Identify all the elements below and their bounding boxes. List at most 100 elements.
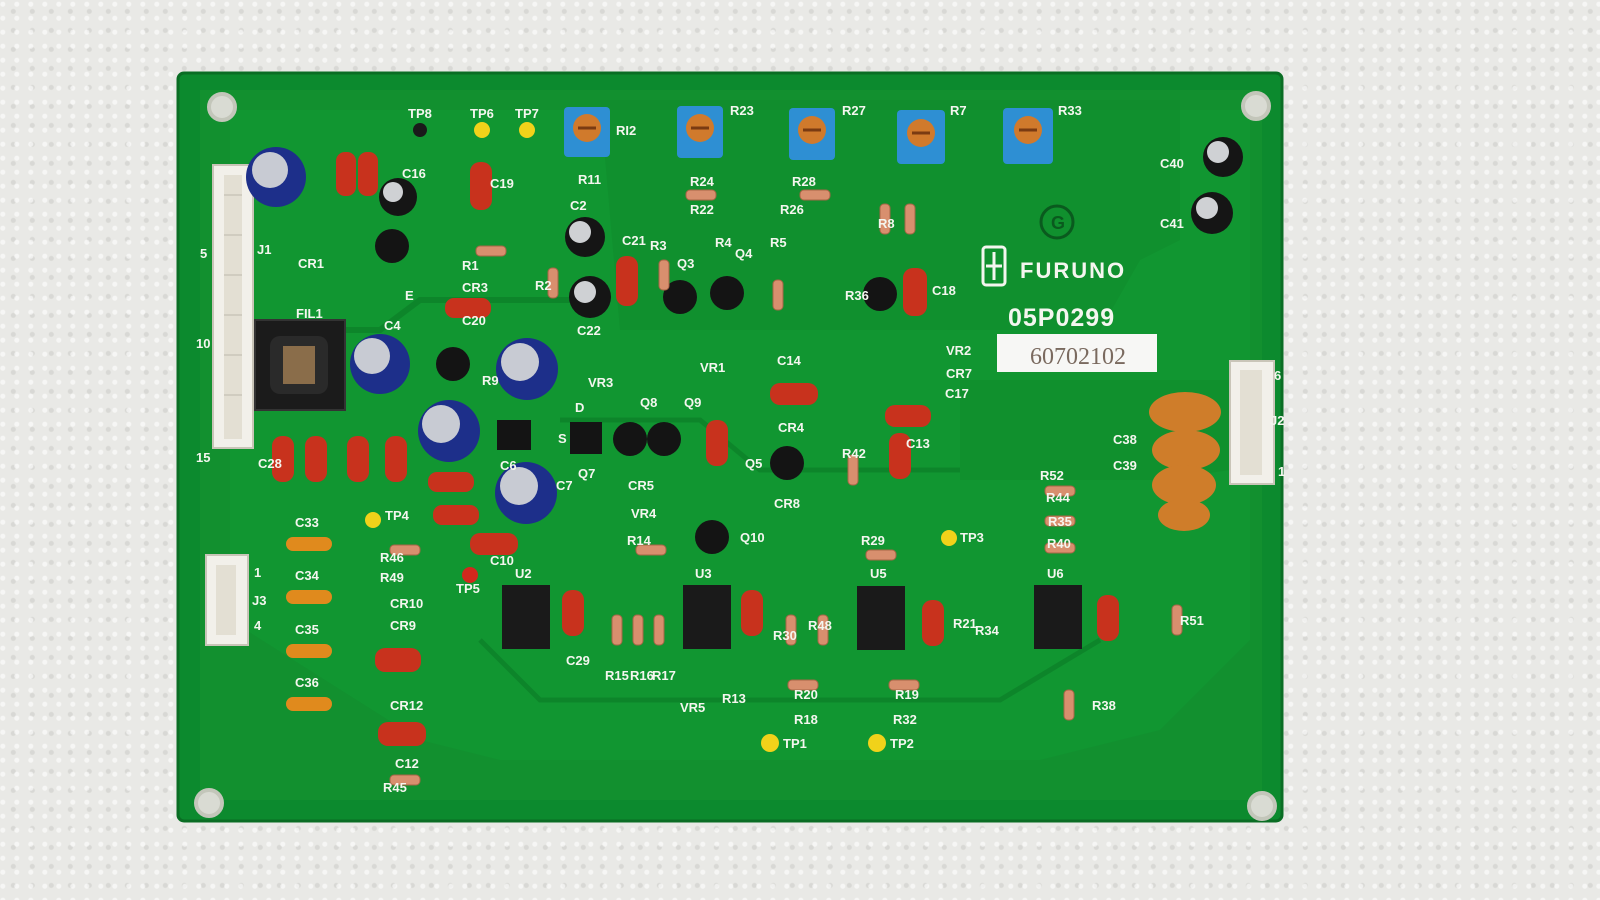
label-r2: R2 [535, 278, 552, 293]
trimmer-pot [1003, 108, 1053, 164]
label-r19: R19 [895, 687, 919, 702]
label-u3: U3 [695, 566, 712, 581]
capacitor [562, 590, 584, 636]
label-r9: R9 [482, 373, 499, 388]
label-c20: C20 [462, 313, 486, 328]
label-j3-pin-4: 4 [254, 618, 262, 633]
label-c38: C38 [1113, 432, 1137, 447]
label-c29: C29 [566, 653, 590, 668]
furuno-logo: FURUNO G [981, 204, 1124, 287]
label-pin-15: 15 [196, 450, 210, 465]
electrolytic-capacitor [246, 147, 306, 207]
capacitor [445, 298, 491, 318]
resistor [785, 614, 797, 646]
transistor [647, 422, 681, 456]
transistor [695, 520, 729, 554]
small-electrolytics [379, 137, 1243, 318]
label-q9: Q9 [684, 395, 701, 410]
label-cr8: CR8 [774, 496, 800, 511]
connector-j3 [205, 554, 249, 646]
label-r23: R23 [730, 103, 754, 118]
label-j2: J2 [1270, 413, 1284, 428]
mounting-hole [194, 788, 224, 818]
transistor [375, 229, 409, 263]
transistor [613, 422, 647, 456]
label-c22: C22 [577, 323, 601, 338]
capacitor [286, 697, 332, 711]
label-r21: R21 [953, 616, 977, 631]
transistor [570, 422, 602, 454]
label-c36: C36 [295, 675, 319, 690]
label-r51: R51 [1180, 613, 1204, 628]
test-point-tp7 [519, 122, 535, 138]
label-r35: R35 [1048, 514, 1072, 529]
label-r26: R26 [780, 202, 804, 217]
electrolytic-capacitor-small [565, 217, 605, 257]
label-vr5: VR5 [680, 700, 705, 715]
label-c18: C18 [932, 283, 956, 298]
electrolytic-capacitor-small [1191, 192, 1233, 234]
resistor [772, 279, 784, 311]
trimmer-pot [677, 106, 723, 158]
resistor [389, 774, 421, 786]
resistor [847, 454, 859, 486]
label-vr4: VR4 [631, 506, 657, 521]
electrolytic-capacitor [496, 338, 558, 400]
test-points [365, 122, 957, 752]
capacitor [885, 405, 931, 427]
capacitor [470, 162, 492, 210]
label-r48: R48 [808, 618, 832, 633]
label-j2-pin-1: 1 [1278, 464, 1285, 479]
label-r16: R16 [630, 668, 654, 683]
electrolytic-capacitor-small [379, 178, 417, 216]
connector-j1 [212, 164, 254, 449]
resistor [1171, 604, 1183, 636]
label-tp1: TP1 [783, 736, 807, 751]
label-r52: R52 [1040, 468, 1064, 483]
label-cr7: CR7 [946, 366, 972, 381]
label-tp5: TP5 [456, 581, 480, 596]
label-c19: C19 [490, 176, 514, 191]
electrolytic-capacitor-small [1203, 137, 1243, 177]
resistor [389, 544, 421, 556]
label-c16: C16 [402, 166, 426, 181]
transistor [663, 280, 697, 314]
capacitor [1097, 595, 1119, 641]
label-q5: Q5 [745, 456, 762, 471]
capacitor [428, 472, 474, 492]
resistor [799, 189, 831, 201]
label-r4: R4 [715, 235, 732, 250]
label-j1: J1 [257, 242, 271, 257]
label-cr12: CR12 [390, 698, 423, 713]
label-cr1: CR1 [298, 256, 324, 271]
resistor [1044, 542, 1076, 554]
label-r30: R30 [773, 628, 797, 643]
label-r3: R3 [650, 238, 667, 253]
label-ri2: RI2 [616, 123, 636, 138]
filter-fil1 [254, 319, 346, 411]
transistor [863, 277, 897, 311]
label-r7: R7 [950, 103, 967, 118]
capacitor [375, 648, 421, 672]
label-c14: C14 [777, 353, 802, 368]
label-tp2: TP2 [890, 736, 914, 751]
label-r36: R36 [845, 288, 869, 303]
capacitor [286, 590, 332, 604]
test-point-tp8 [413, 123, 427, 137]
label-c17: C17 [945, 386, 969, 401]
label-c41: C41 [1160, 216, 1184, 231]
label-c7: C7 [556, 478, 573, 493]
test-point-tp3 [941, 530, 957, 546]
label-q3: Q3 [677, 256, 694, 271]
label-r33: R33 [1058, 103, 1082, 118]
label-cr5: CR5 [628, 478, 654, 493]
label-q8: Q8 [640, 395, 657, 410]
capacitor [347, 436, 369, 482]
label-r49: R49 [380, 570, 404, 585]
label-q4: Q4 [735, 246, 753, 261]
label-r8: R8 [878, 216, 895, 231]
label-cr3: CR3 [462, 280, 488, 295]
resistor [879, 203, 891, 235]
label-r27: R27 [842, 103, 866, 118]
resistor [632, 614, 644, 646]
